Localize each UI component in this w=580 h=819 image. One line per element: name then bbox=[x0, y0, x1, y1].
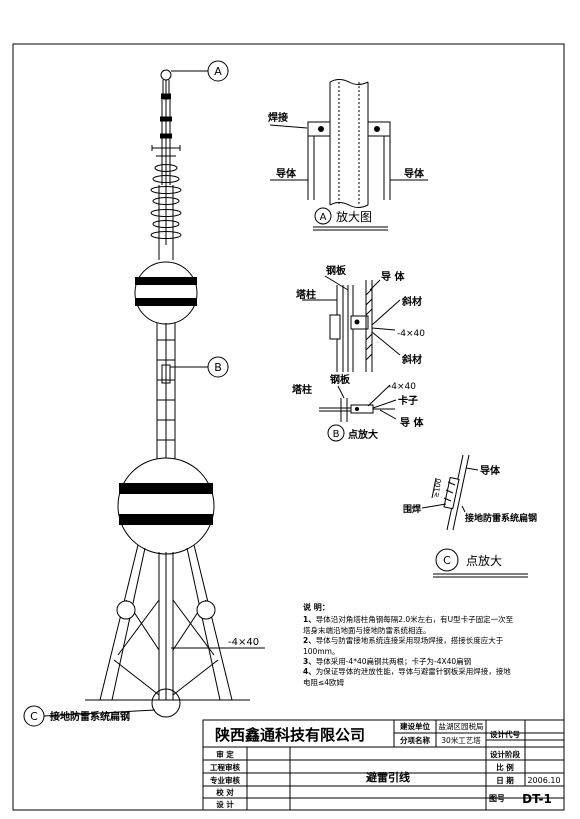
notes-title: 说 明： bbox=[303, 603, 330, 612]
detail-b-diagonal-2: 斜材 bbox=[401, 353, 422, 366]
note-number: 1、 bbox=[303, 615, 316, 625]
role-approve: 审 定 bbox=[216, 749, 234, 759]
note-text: 导体采用-4*40扁钢共两根；卡子为-4X40扁钢 bbox=[315, 657, 472, 667]
detail-c-weld: 围焊 bbox=[403, 503, 421, 515]
detail-b-spec-bottom: -4×40 bbox=[388, 382, 416, 392]
detail-b-title-text: 点放大 bbox=[348, 428, 378, 441]
detail-b-conductor-bottom: 导 体 bbox=[400, 416, 424, 429]
detail-a-weld-label: 焊接 bbox=[268, 111, 288, 124]
drawing-title: 避雷引线 bbox=[366, 770, 410, 784]
note-item: 4、为保证导体的泄放性能，导体与避雷针钢板采用焊接，接地电阻≤4欧姆 bbox=[303, 667, 518, 688]
drawing-no-label: 图号 bbox=[489, 794, 505, 803]
detail-b-clamp: 卡子 bbox=[398, 394, 418, 407]
callout-b-marker: B bbox=[170, 356, 229, 378]
detail-a-title: A 放大图 bbox=[313, 207, 388, 231]
detail-c-ground-label: 接地防雷系统扁钢 bbox=[465, 512, 537, 524]
role-discipline-review: 专业审核 bbox=[210, 775, 240, 785]
note-item: 3、导体采用-4*40扁钢共两根；卡子为-4X40扁钢 bbox=[303, 657, 518, 667]
detail-b-tower-column-top: 塔柱 bbox=[296, 288, 316, 301]
tower-elevation bbox=[85, 69, 250, 718]
flat-steel-spec: -4×40 bbox=[228, 637, 259, 648]
detail-b-title-letter: B bbox=[333, 429, 340, 440]
note-number: 4、 bbox=[303, 667, 316, 677]
role-design: 设 计 bbox=[216, 799, 234, 809]
build-unit-value: 盐湖区园税局 bbox=[439, 721, 484, 731]
callout-a-marker: A bbox=[171, 60, 229, 82]
callout-c-ground: C 接地防雷系统扁钢 bbox=[23, 705, 156, 727]
callout-c-letter: C bbox=[30, 710, 38, 723]
role-check: 校 对 bbox=[216, 787, 234, 797]
date-value: 2006.10 bbox=[527, 776, 560, 785]
detail-c-dim: ≥100 bbox=[432, 478, 443, 498]
detail-a-conductor-left: 导体 bbox=[276, 167, 297, 180]
detail-b-diagonal-1: 斜材 bbox=[401, 295, 422, 308]
flat-steel-spec-marker: -4×40 bbox=[171, 637, 265, 649]
company-name: 陕西鑫通科技有限公司 bbox=[215, 726, 365, 744]
detail-b-conductor-top: 导 体 bbox=[381, 270, 405, 283]
sub-project-label: 分项名称 bbox=[400, 735, 430, 745]
detail-b-title: B 点放大 bbox=[327, 424, 378, 442]
date-label: 日 期 bbox=[496, 775, 514, 785]
build-unit-label: 建设单位 bbox=[399, 721, 430, 731]
detail-c-title-letter: C bbox=[443, 554, 451, 567]
title-block bbox=[202, 719, 565, 811]
detail-b-drawing bbox=[302, 275, 401, 422]
design-code-label: 设计代号 bbox=[490, 729, 520, 739]
note-text: 导体与防雷接地系统连接采用现场焊接，搭接长度应大于100mm。 bbox=[303, 636, 504, 656]
drawing-border bbox=[12, 43, 565, 811]
note-item: 1、导体沿对角塔柱角钢每隔2.0米左右，有U型卡子固定一次至塔身末端沿地面与接地… bbox=[303, 615, 518, 636]
callout-b-letter: B bbox=[214, 361, 222, 374]
detail-b-tower-column-bottom: 塔柱 bbox=[292, 383, 312, 396]
detail-b-steel-plate-top: 钢板 bbox=[326, 264, 347, 277]
detail-b-steel-plate-bottom: 钢板 bbox=[330, 373, 351, 386]
detail-b-spec-top: -4×40 bbox=[397, 329, 425, 339]
detail-a-drawing bbox=[269, 79, 428, 208]
note-item: 2、导体与防雷接地系统连接采用现场焊接，搭接长度应大于100mm。 bbox=[303, 636, 518, 657]
ground-system-label: 接地防雷系统扁钢 bbox=[50, 710, 130, 723]
detail-a-conductor-right: 导体 bbox=[404, 167, 425, 180]
note-text: 导体沿对角塔柱角钢每隔2.0米左右，有U型卡子固定一次至塔身末端沿地面与接地防雷… bbox=[303, 615, 514, 635]
detail-c-drawing bbox=[421, 454, 479, 531]
callout-a-letter: A bbox=[214, 65, 222, 78]
note-text: 为保证导体的泄放性能，导体与避雷针钢板采用焊接，接地电阻≤4欧姆 bbox=[303, 667, 511, 687]
design-stage-label: 设计阶段 bbox=[490, 749, 520, 759]
detail-a-title-letter: A bbox=[320, 212, 327, 223]
detail-c-title-text: 点放大 bbox=[466, 553, 502, 568]
detail-a-title-text: 放大图 bbox=[336, 209, 372, 224]
note-number: 2、 bbox=[303, 636, 316, 646]
role-project-review: 工程审核 bbox=[210, 762, 240, 772]
ratio-label: 比 例 bbox=[496, 762, 514, 772]
drawing-no-value: DT-1 bbox=[522, 792, 552, 806]
detail-c-title: C 点放大 bbox=[433, 548, 528, 578]
note-number: 3、 bbox=[303, 657, 316, 667]
sub-project-value: 30米工艺塔 bbox=[441, 735, 481, 745]
detail-c-conductor: 导体 bbox=[480, 464, 501, 477]
notes-block: 说 明： 1、导体沿对角塔柱角钢每隔2.0米左右，有U型卡子固定一次至塔身末端沿… bbox=[303, 603, 518, 688]
